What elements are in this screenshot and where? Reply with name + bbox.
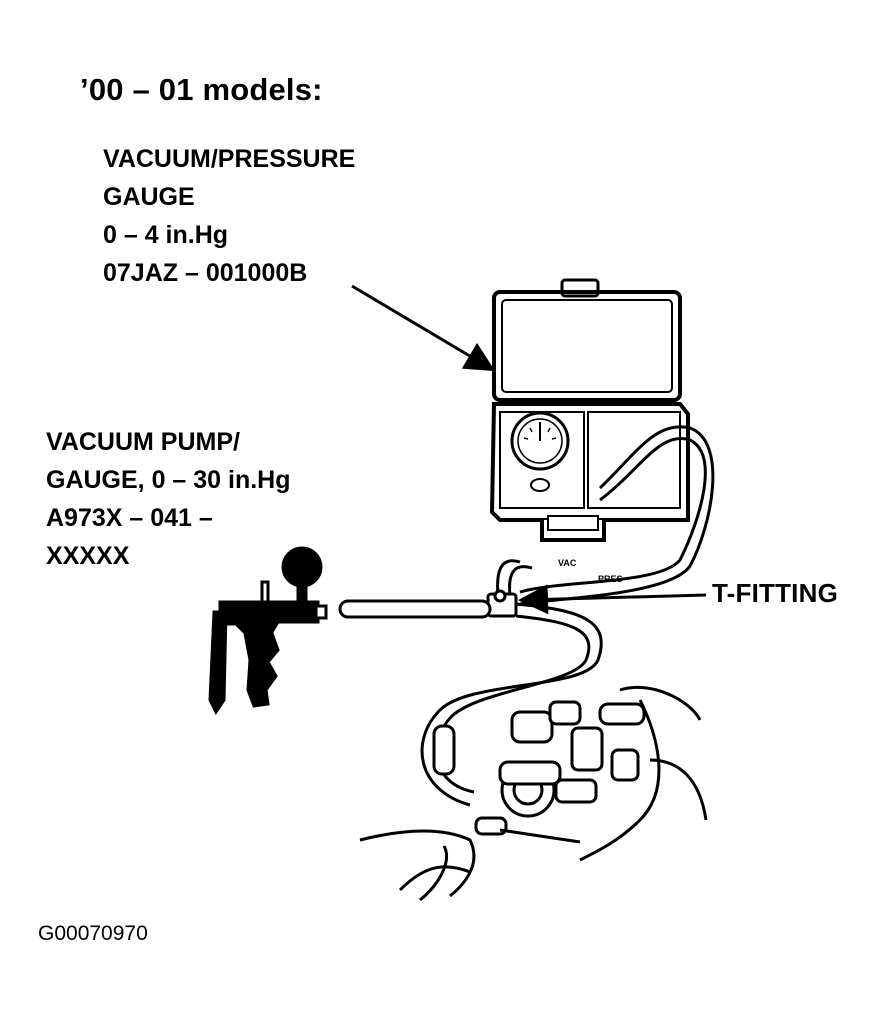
heading-models: ’00 – 01 models: (80, 72, 323, 107)
pump-handle-rear (242, 626, 280, 708)
pres-tag: PRES (598, 574, 623, 584)
pump-label-line-4: XXXXX (46, 542, 130, 570)
pump-hose (338, 599, 492, 619)
pump-label-line-3: A973X – 041 – (46, 504, 213, 532)
vac-tag: VAC (558, 558, 577, 568)
gauge-case (489, 278, 690, 542)
t-fitting (486, 589, 518, 618)
pump-handle-front (208, 610, 228, 715)
pump-gauge-dial (281, 546, 323, 588)
pump-label-line-1: VACUUM PUMP/ (46, 428, 240, 456)
case-lid-latch (560, 278, 600, 298)
gauge-leader-arrow (351, 284, 496, 372)
gauge-label-line-3: 0 – 4 in.Hg (103, 221, 229, 249)
figure-id: G00070970 (38, 922, 148, 945)
gauge-label-line-1: VACUUM/PRESSURE (103, 145, 356, 173)
gauge-label-line-4: 07JAZ – 001000B (103, 259, 308, 287)
pump-label-line-2: GAUGE, 0 – 30 in.Hg (46, 466, 291, 494)
case-lid (492, 290, 682, 402)
vacuum-pump (208, 546, 328, 715)
t-fitting-label: T-FITTING (712, 578, 838, 608)
gauge-label-line-2: GAUGE (103, 183, 195, 211)
engine-components (359, 685, 708, 902)
